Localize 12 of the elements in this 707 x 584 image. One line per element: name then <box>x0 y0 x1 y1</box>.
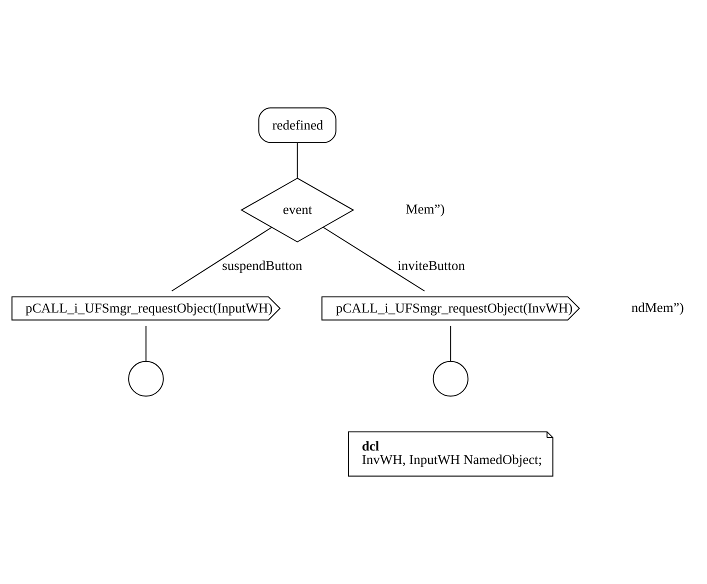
node-circle <box>432 360 468 397</box>
edge-label: inviteButton <box>398 258 466 274</box>
node-box: redefined <box>258 107 336 144</box>
node-diamond: event <box>240 178 354 242</box>
connector <box>322 226 425 292</box>
connector <box>171 226 272 292</box>
connector <box>450 325 452 362</box>
node-circle <box>128 360 164 397</box>
label: Mem”) <box>406 202 445 217</box>
label: ndMem”) <box>631 300 684 315</box>
connector <box>296 142 298 178</box>
edge-label: suspendButton <box>222 258 302 274</box>
